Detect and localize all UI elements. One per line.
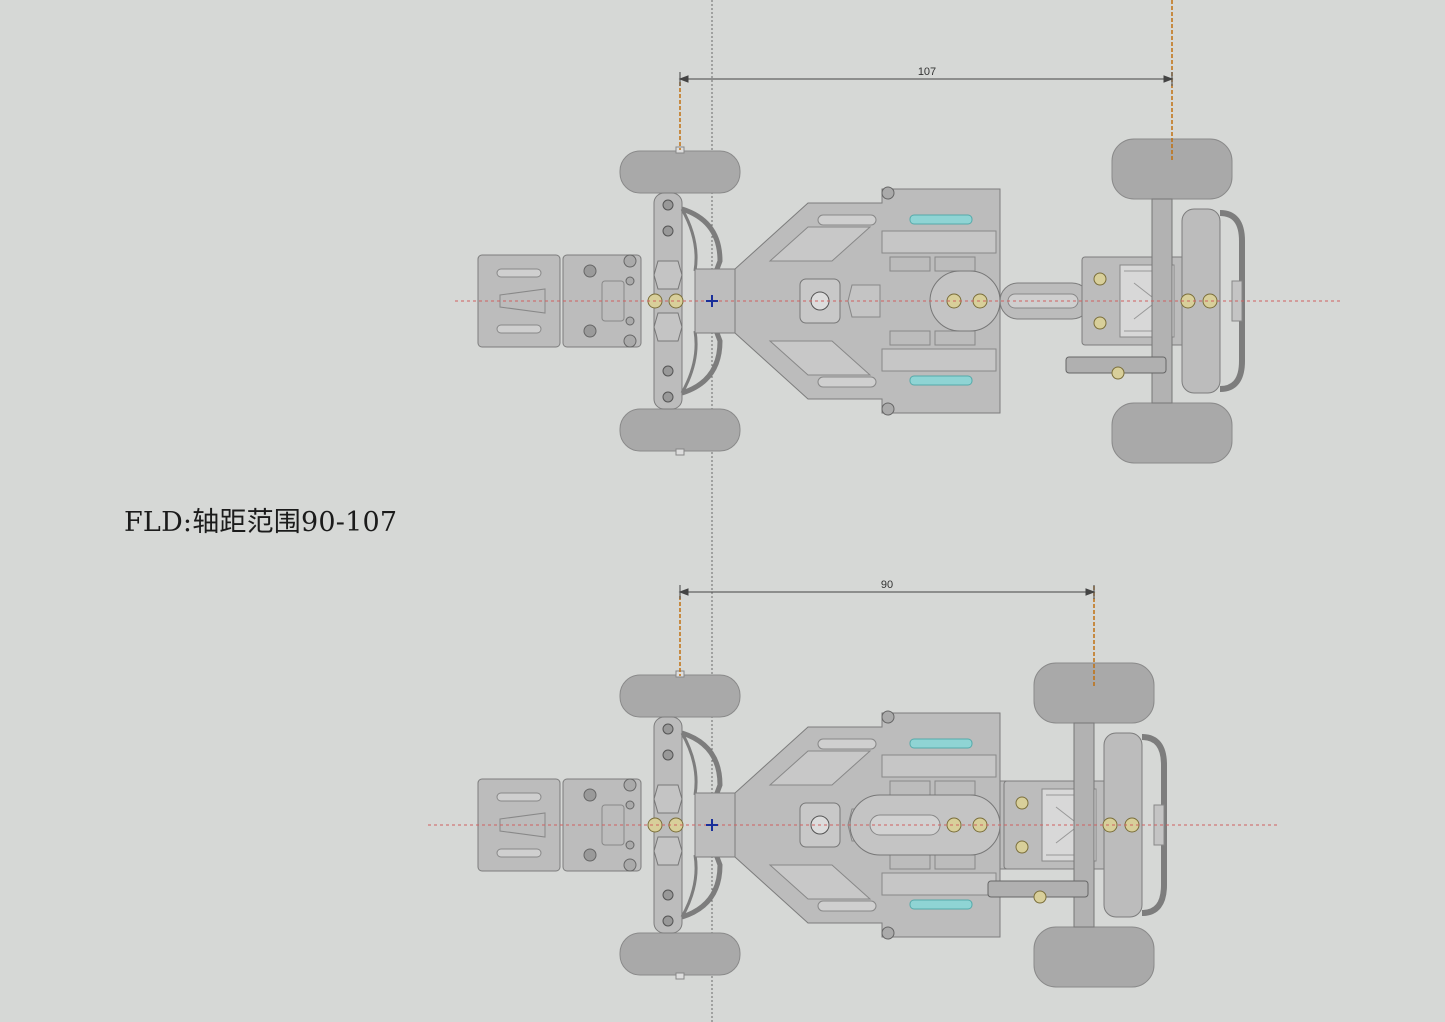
wheelbase-caption: FLD:轴距范围90-107 — [124, 507, 398, 538]
bottom-dimension — [678, 585, 1096, 599]
top-car-diagram: 107 — [455, 0, 1340, 463]
bottom-car-diagram: 90 — [428, 579, 1280, 987]
bottom-crosshair-icon — [706, 819, 718, 831]
top-dimension-label: 107 — [918, 66, 936, 78]
bottom-dimension-label: 90 — [881, 579, 893, 591]
top-crosshair-icon — [706, 295, 718, 307]
top-dimension — [678, 72, 1174, 86]
